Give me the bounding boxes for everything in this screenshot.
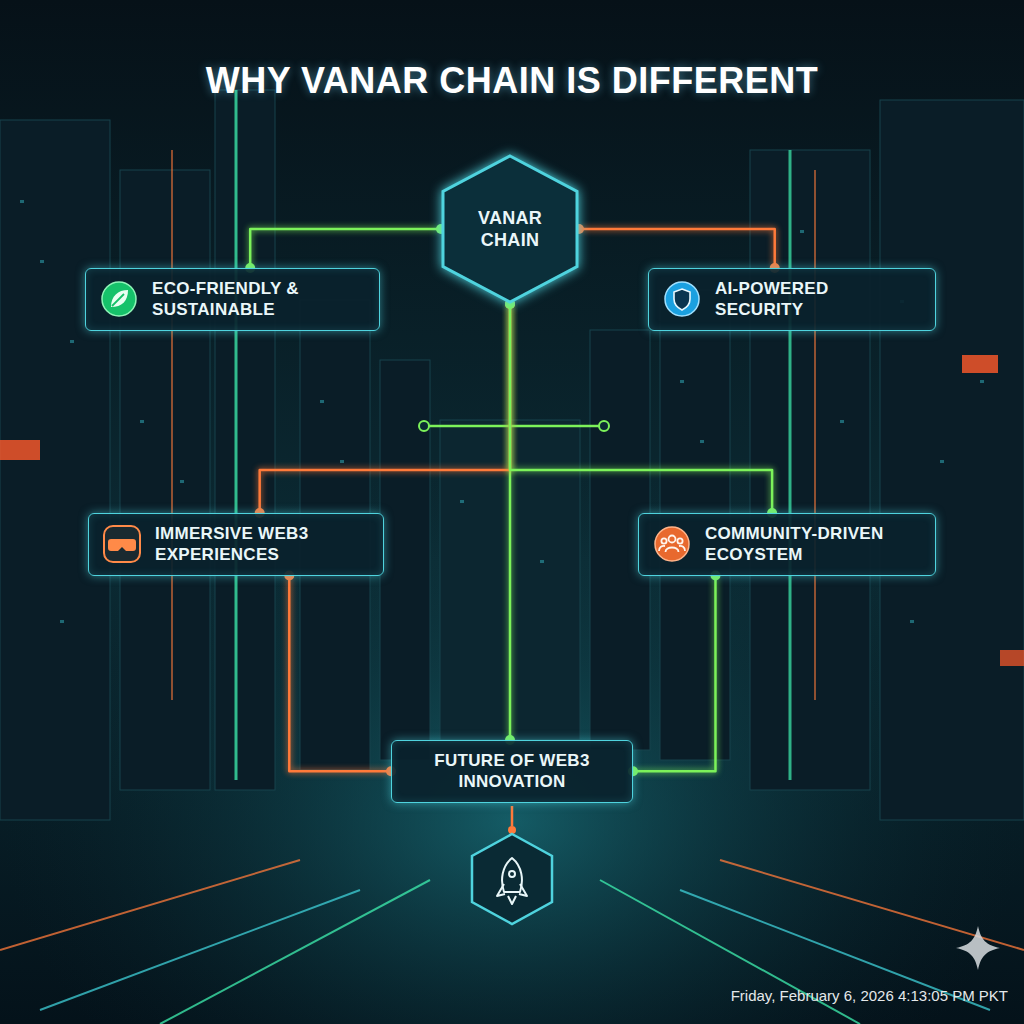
buildings xyxy=(0,90,1024,820)
feature-box: AI-POWERED SECURITY xyxy=(648,268,936,331)
goggles-icon xyxy=(103,525,141,563)
connector xyxy=(574,224,780,273)
connector xyxy=(505,299,777,518)
node-label: FUTURE OF WEB3 INNOVATION xyxy=(406,750,618,793)
neon-pillars xyxy=(0,90,1024,780)
connector xyxy=(245,224,446,273)
connector-line xyxy=(260,304,510,513)
node-label: IMMERSIVE WEB3 EXPERIENCES xyxy=(155,523,369,566)
feature-box: ECO-FRIENDLY & SUSTAINABLE xyxy=(85,268,380,331)
connector-line xyxy=(289,576,391,772)
feature-box: IMMERSIVE WEB3 EXPERIENCES xyxy=(88,513,384,576)
hub-hexagon: VANAR CHAIN xyxy=(441,154,579,304)
connector-line xyxy=(250,229,441,268)
connector xyxy=(284,571,396,777)
people-icon xyxy=(653,525,691,563)
corner-sparkle xyxy=(956,926,1000,970)
node-label: COMMUNITY-DRIVEN ECOYSTEM xyxy=(705,523,921,566)
connector xyxy=(628,571,720,777)
diagram-title: WHY VANAR CHAIN IS DIFFERENT xyxy=(0,60,1024,102)
center-crossbar xyxy=(419,421,609,431)
connector xyxy=(255,299,515,518)
node-label: AI-POWERED SECURITY xyxy=(715,278,921,321)
timestamp-label: Friday, February 6, 2026 4:13:05 PM PKT xyxy=(731,987,1008,1004)
node-label: VANAR CHAIN xyxy=(458,207,562,252)
connector-line xyxy=(633,576,715,772)
shield-icon xyxy=(663,280,701,318)
feature-box: COMMUNITY-DRIVEN ECOYSTEM xyxy=(638,513,936,576)
outcome-box: FUTURE OF WEB3 INNOVATION xyxy=(391,740,633,803)
rocket-badge xyxy=(472,806,552,924)
node-label: ECO-FRIENDLY & SUSTAINABLE xyxy=(152,278,365,321)
hexagon-outline xyxy=(441,154,579,304)
connector-line xyxy=(510,304,772,513)
leaf-icon xyxy=(100,280,138,318)
connector-line xyxy=(579,229,775,268)
